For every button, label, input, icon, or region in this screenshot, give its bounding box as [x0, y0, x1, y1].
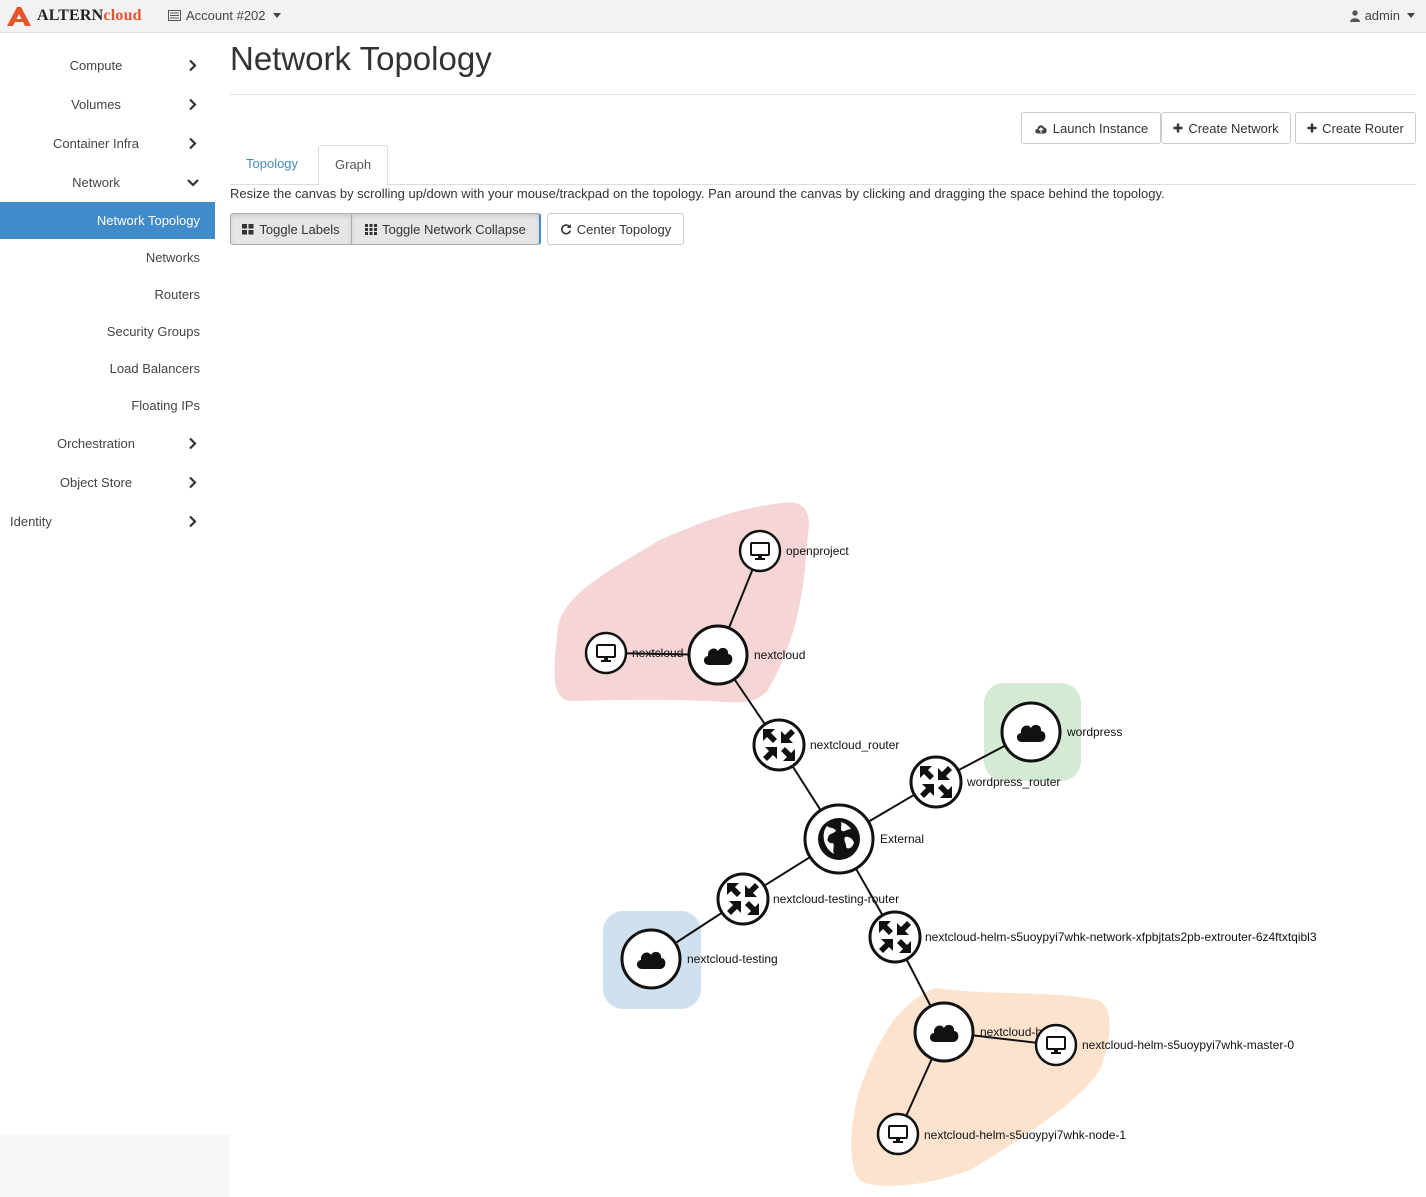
tab-topology[interactable]: Topology	[246, 156, 299, 171]
toggle-network-collapse-label: Toggle Network Collapse	[382, 221, 526, 237]
node-nextcloud-helm-router[interactable]: nextcloud-helm-s5uoypyi7whk-network-xfpb…	[868, 910, 1317, 964]
toggle-network-collapse-button[interactable]: Toggle Network Collapse	[351, 213, 541, 245]
node-wordpress-network[interactable]: wordpress	[1000, 701, 1122, 763]
user-menu[interactable]: admin	[1349, 8, 1415, 23]
plus-icon	[1307, 123, 1317, 133]
sidebar-item-compute[interactable]: Compute	[0, 46, 215, 85]
sidebar-item-orchestration[interactable]: Orchestration	[0, 424, 215, 463]
account-dropdown[interactable]: Account #202	[168, 8, 281, 23]
sidebar-item-label: Object Store	[59, 475, 133, 490]
node-nextcloud-network[interactable]: nextcloud	[687, 624, 805, 686]
th-icon	[365, 223, 378, 235]
create-network-label: Create Network	[1188, 120, 1279, 136]
create-router-label: Create Router	[1322, 120, 1404, 136]
sidebar-item-routers[interactable]: Routers	[154, 287, 200, 302]
node-label: nextcloud_router	[810, 738, 899, 752]
chevron-right-icon	[189, 515, 197, 528]
chevron-right-icon	[189, 59, 197, 72]
create-router-button[interactable]: Create Router	[1295, 112, 1416, 144]
network-group-nextcloud	[554, 502, 809, 703]
node-label: wordpress	[1066, 725, 1122, 739]
sidebar-item-label: Identity	[10, 514, 52, 529]
top-navbar: ALTERNcloud Account #202 admin	[0, 0, 1426, 33]
node-nextcloud-testing-network[interactable]: nextcloud-testing	[620, 928, 778, 990]
node-label: nextcloud-helm-s5uoypyi7whk-master-0	[1082, 1038, 1294, 1052]
sidebar-item-load-balancers[interactable]: Load Balancers	[109, 361, 200, 376]
node-nextcloud-helm-node-instance[interactable]: nextcloud-helm-s5uoypyi7whk-node-1	[876, 1112, 1126, 1156]
sidebar-item-label: Orchestration	[56, 436, 136, 451]
center-topology-label: Center Topology	[576, 221, 672, 237]
chevron-right-icon	[189, 98, 197, 111]
altern-logo-icon	[7, 7, 31, 26]
sidebar-item-label: Network	[72, 175, 120, 190]
sidebar-item-network[interactable]: Network	[0, 163, 215, 202]
chevron-right-icon	[189, 476, 197, 489]
node-nextcloud-testing-router[interactable]: nextcloud-testing-router	[716, 872, 899, 926]
user-label: admin	[1364, 8, 1400, 23]
sidebar-item-security-groups[interactable]: Security Groups	[106, 324, 200, 339]
launch-instance-button[interactable]: Launch Instance	[1021, 112, 1161, 144]
node-nextcloud-helm-master-instance[interactable]: nextcloud-helm-s5uoypyi7whk-master-0	[1034, 1023, 1294, 1067]
node-label: nextcloud-testing	[687, 952, 778, 966]
tab-graph[interactable]: Graph	[318, 145, 389, 186]
topology-canvas[interactable]: openproject nextcloud nextcloud nextclou…	[230, 250, 1426, 1197]
sidebar-item-object-store[interactable]: Object Store	[0, 463, 215, 502]
node-label: nextcloud	[632, 646, 683, 660]
view-tabs: Topology Graph	[230, 145, 1416, 186]
help-text: Resize the canvas by scrolling up/down w…	[230, 186, 1165, 201]
node-label: nextcloud-helm-s5uoypyi7whk-node-1	[924, 1128, 1126, 1142]
sidebar: Compute Volumes Container Infra Network …	[0, 34, 215, 1134]
caret-down-icon	[1407, 13, 1415, 18]
node-label: nextcloud-testing-router	[773, 892, 899, 906]
title-divider	[230, 94, 1416, 95]
sidebar-item-networks[interactable]: Networks	[145, 250, 200, 265]
page-title: Network Topology	[230, 40, 492, 77]
sidebar-item-label: Volumes	[71, 97, 121, 112]
node-openproject-instance[interactable]: openproject	[738, 529, 849, 573]
node-nextcloud-instance[interactable]: nextcloud	[584, 631, 683, 675]
center-topology-button[interactable]: Center Topology	[547, 213, 684, 245]
account-label: Account #202	[186, 8, 266, 23]
node-label: nextcloud-helm-s5uoypyi7whk-network-xfpb…	[925, 930, 1317, 944]
network-group-nextcloud-helm	[851, 988, 1110, 1186]
chevron-right-icon	[189, 137, 197, 150]
brand-altern-text: ALTERN	[37, 7, 104, 24]
brand-cloud-text: cloud	[103, 7, 142, 24]
node-external-network[interactable]: External	[803, 803, 924, 875]
plus-icon	[1173, 123, 1183, 133]
caret-down-icon	[272, 13, 281, 18]
node-label: openproject	[786, 544, 849, 558]
th-large-icon	[242, 223, 254, 234]
cloud-upload-icon	[1035, 124, 1047, 133]
refresh-icon	[560, 224, 571, 235]
toggle-labels-label: Toggle Labels	[259, 221, 340, 237]
node-nextcloud-router[interactable]: nextcloud_router	[752, 718, 899, 772]
node-label: wordpress_router	[966, 775, 1060, 789]
node-wordpress-router[interactable]: wordpress_router	[909, 755, 1060, 809]
sidebar-item-label: Container Infra	[53, 136, 139, 151]
launch-instance-label: Launch Instance	[1052, 120, 1149, 136]
node-label: nextcloud	[754, 648, 805, 662]
brand-logo[interactable]: ALTERNcloud	[5, 5, 142, 27]
sidebar-item-floating-ips[interactable]: Floating IPs	[131, 398, 200, 413]
sidebar-footer	[0, 1134, 230, 1197]
node-nextcloud-helm-network[interactable]: nextcloud-h	[913, 1001, 1042, 1063]
sidebar-item-container-infra[interactable]: Container Infra	[0, 124, 215, 163]
sidebar-item-label: Compute	[69, 58, 123, 73]
toggle-labels-button[interactable]: Toggle Labels	[230, 213, 352, 245]
sidebar-item-volumes[interactable]: Volumes	[0, 85, 215, 124]
node-label: nextcloud-h	[980, 1025, 1042, 1039]
user-icon	[1349, 9, 1360, 22]
sidebar-item-network-topology[interactable]: Network Topology	[0, 202, 215, 239]
chevron-down-icon	[187, 179, 199, 187]
list-icon	[168, 10, 181, 21]
sidebar-item-identity[interactable]: Identity	[0, 502, 215, 541]
create-network-button[interactable]: Create Network	[1161, 112, 1291, 144]
chevron-right-icon	[189, 437, 197, 450]
node-label: External	[880, 832, 924, 846]
